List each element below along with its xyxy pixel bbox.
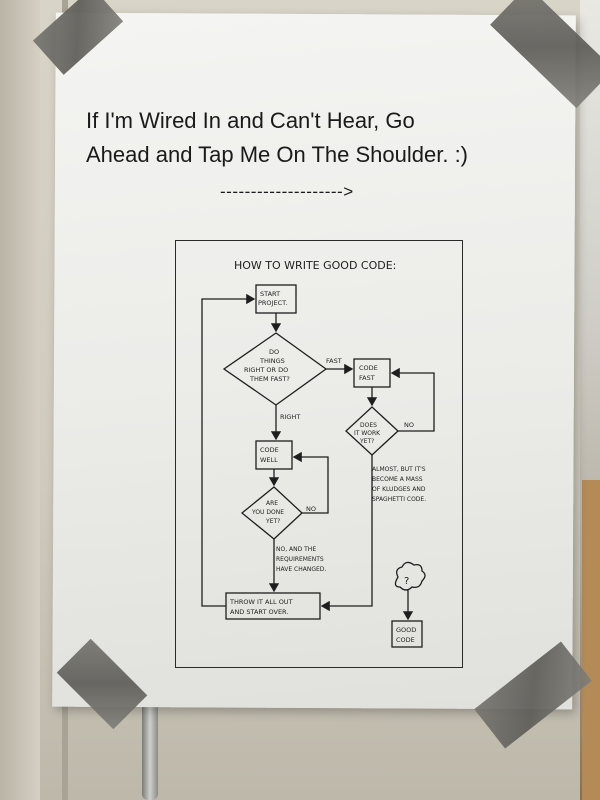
decision3-label-3: YET? (265, 518, 280, 525)
sign-line-1: If I'm Wired In and Can't Hear, Go (86, 108, 415, 133)
no-label-2: NO (306, 505, 316, 513)
decision2-label-1: DOES (360, 422, 377, 429)
good-code-label-1: GOOD (396, 626, 416, 634)
decision3-label-1: ARE (266, 500, 278, 507)
changed-note-1: NO, AND THE (276, 546, 316, 553)
code-well-label-2: WELL (260, 456, 278, 464)
cabinet-handle[interactable] (142, 700, 158, 800)
almost-note-1: ALMOST, BUT IT'S (372, 466, 426, 473)
almost-note-2: BECOME A MASS (372, 476, 423, 483)
almost-note-4: SPAGHETTI CODE. (372, 496, 426, 503)
throw-out-label-1: THROW IT ALL OUT (229, 598, 293, 606)
start-label-2: PROJECT. (258, 299, 287, 307)
right-label: RIGHT (280, 413, 300, 421)
decision1-label-3: RIGHT OR DO (244, 366, 288, 374)
decision1-label-2: THINGS (259, 357, 285, 365)
flowchart-comic: HOW TO WRITE GOOD CODE: START PROJECT. D… (175, 240, 463, 668)
throw-out-label-2: AND START OVER. (230, 608, 288, 616)
code-fast-label-1: CODE (359, 364, 378, 372)
decision1-label-4: THEM FAST? (249, 375, 290, 383)
sign-headline: If I'm Wired In and Can't Hear, Go Ahead… (86, 104, 546, 172)
no-label-1: NO (404, 421, 414, 429)
almost-note-3: OF KLUDGES AND (372, 486, 426, 493)
mystery-label: ? (404, 576, 409, 587)
changed-note-2: REQUIREMENTS (276, 556, 324, 563)
mystery-cloud (394, 561, 426, 591)
dashed-arrow: --------------------> (220, 182, 354, 201)
changed-note-3: HAVE CHANGED. (276, 566, 326, 573)
sign-line-2: Ahead and Tap Me On The Shoulder. :) (86, 142, 469, 167)
start-label-1: START (260, 290, 280, 298)
decision3-label-2: YOU DONE (251, 509, 284, 516)
good-code-box (391, 620, 423, 648)
book-spine (582, 480, 600, 800)
comic-title: HOW TO WRITE GOOD CODE: (234, 259, 396, 272)
code-well-label-1: CODE (260, 446, 279, 454)
decision1-label-1: DO (269, 348, 279, 356)
good-code-label-2: CODE (396, 636, 415, 644)
decision2-label-2: IT WORK (354, 430, 381, 437)
code-fast-label-2: FAST (359, 374, 375, 382)
fast-label: FAST (326, 357, 342, 365)
flowchart-drawing: HOW TO WRITE GOOD CODE: START PROJECT. D… (201, 259, 435, 648)
decision2-label-3: YET? (359, 438, 374, 445)
